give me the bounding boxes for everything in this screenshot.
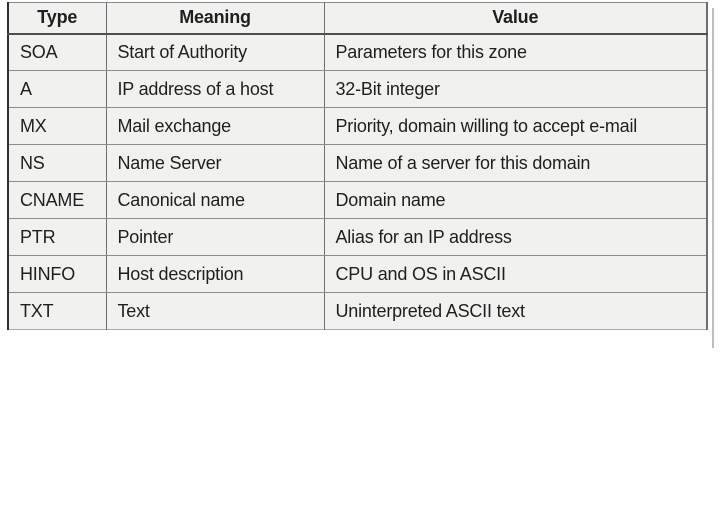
header-row: Type Meaning Value bbox=[8, 2, 707, 35]
cell-meaning: Pointer bbox=[106, 218, 325, 256]
cell-type: SOA bbox=[8, 33, 107, 71]
column-header-type: Type bbox=[8, 2, 107, 35]
cell-meaning: Name Server bbox=[106, 144, 325, 182]
cell-type: HINFO bbox=[8, 255, 107, 293]
cell-type: MX bbox=[8, 107, 107, 145]
cell-type: CNAME bbox=[8, 181, 107, 219]
cell-value: Alias for an IP address bbox=[324, 218, 707, 256]
cell-meaning: Text bbox=[106, 292, 325, 330]
cell-meaning: Start of Authority bbox=[106, 33, 325, 71]
cell-meaning: Mail exchange bbox=[106, 107, 325, 145]
cell-value: CPU and OS in ASCII bbox=[324, 255, 707, 293]
cell-type: PTR bbox=[8, 218, 107, 256]
cell-value: 32-Bit integer bbox=[324, 70, 707, 108]
cell-value: Parameters for this zone bbox=[324, 33, 707, 71]
cropped-page-edge-line bbox=[712, 8, 714, 348]
cell-value: Priority, domain willing to accept e-mai… bbox=[324, 107, 707, 145]
cell-meaning: Canonical name bbox=[106, 181, 325, 219]
cell-meaning: Host description bbox=[106, 255, 325, 293]
cell-type: NS bbox=[8, 144, 107, 182]
cell-type: TXT bbox=[8, 292, 107, 330]
column-header-value: Value bbox=[324, 2, 707, 35]
cell-value: Name of a server for this domain bbox=[324, 144, 707, 182]
cell-value: Domain name bbox=[324, 181, 707, 219]
cell-type: A bbox=[8, 70, 107, 108]
column-header-meaning: Meaning bbox=[106, 2, 325, 35]
cell-value: Uninterpreted ASCII text bbox=[324, 292, 707, 330]
cell-meaning: IP address of a host bbox=[106, 70, 325, 108]
table-header: Type Meaning Value bbox=[8, 2, 707, 35]
